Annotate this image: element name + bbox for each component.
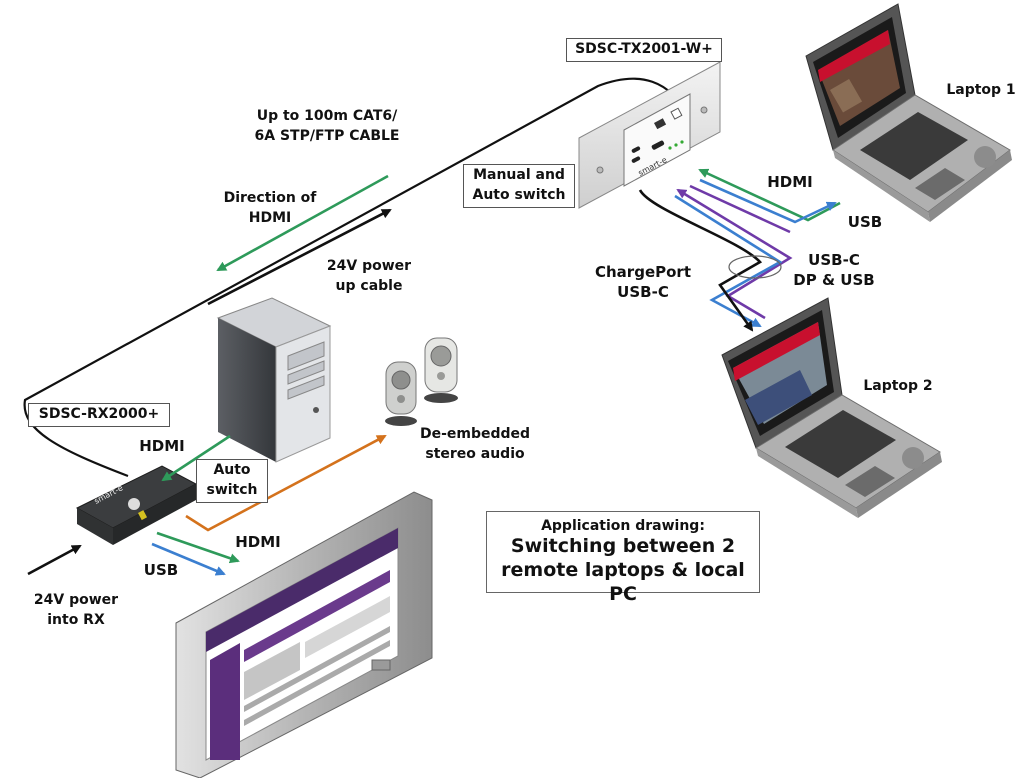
rx-unit-illustration: smart-e [75,465,198,545]
laptop1-hdmi-label: HDMI [767,173,813,191]
laptop-2-illustration [721,297,942,518]
power-up-cable-label: 24V power up cable [314,256,424,296]
application-line-2: remote laptops & local PC [501,559,745,605]
application-caption-box: Application drawing: Switching between 2… [486,511,760,605]
pc-hdmi-cable [161,434,231,482]
power-cable-line-2: up cable [335,278,403,294]
laptop1-label: Laptop 1 [946,82,1016,98]
laptop1-usbc-cable [689,184,791,234]
laptop1-usb-cable [699,178,837,224]
display-hdmi-cable [156,531,240,564]
power-up-cable-arrow [207,208,392,306]
power-rx-line-1: 24V power [33,592,119,608]
audio-cable [185,434,387,532]
laptop-1-illustration [805,3,1012,222]
cable-label-line-1: Up to 100m CAT6/ [256,108,398,124]
tx-wall-plate: smart-e [578,61,721,209]
laptop1-usb-label: USB [847,213,883,231]
auto-switch-label: Auto switch [196,459,268,503]
application-line-1: Switching between 2 [510,535,736,557]
audio-line-1: De-embedded [419,426,531,442]
auto-switch-line-2: switch [206,482,258,498]
direction-of-hdmi-arrow [216,174,389,272]
pc-tower-illustration [216,297,332,463]
chargeport-line-2: USB-C [617,283,669,301]
laptop2-usb-cable [674,194,783,328]
pc-hdmi-label: HDMI [139,437,185,455]
manual-auto-switch-label: Manual and Auto switch [463,164,575,208]
power-rx-line-2: into RX [47,612,105,628]
audio-line-2: stereo audio [425,446,525,462]
laptop2-label: Laptop 2 [863,378,933,394]
usbc-line-1: USB-C [808,251,860,269]
manual-auto-line-1: Manual and [473,167,565,183]
cable-label-line-2: 6A STP/FTP CABLE [254,128,400,144]
display-usb-cable [151,542,226,576]
chargeport-label: ChargePort USB-C [588,262,698,302]
auto-switch-line-1: Auto [213,462,251,478]
direction-label-line-1: Direction of [223,190,317,206]
application-title: Application drawing: [541,518,705,534]
tx-model-label: SDSC-TX2001-W+ [566,38,722,62]
power-cable-line-1: 24V power [326,258,412,274]
manual-auto-line-2: Auto switch [472,187,566,203]
rx-model-label: SDSC-RX2000+ [28,403,170,427]
cable-label: Up to 100m CAT6/ 6A STP/FTP CABLE [232,106,422,146]
display-illustration [175,491,433,778]
speakers-illustration [385,337,458,426]
chargeport-cable [638,189,763,332]
usbc-bundle-ring [728,255,782,279]
laptop2-usbc-cable [676,188,793,320]
direction-label-line-2: HDMI [248,210,292,226]
chargeport-line-1: ChargePort [595,263,691,281]
display-hdmi-label: HDMI [235,533,281,551]
power-into-rx-label: 24V power into RX [26,590,126,630]
display-usb-label: USB [143,561,179,579]
usbc-label: USB-C DP & USB [786,250,882,290]
power-into-rx-arrow [27,544,82,576]
usbc-line-2: DP & USB [793,271,875,289]
cat6-cable-line [23,77,691,478]
audio-label: De-embedded stereo audio [414,424,536,464]
direction-of-hdmi-label: Direction of HDMI [212,188,328,228]
